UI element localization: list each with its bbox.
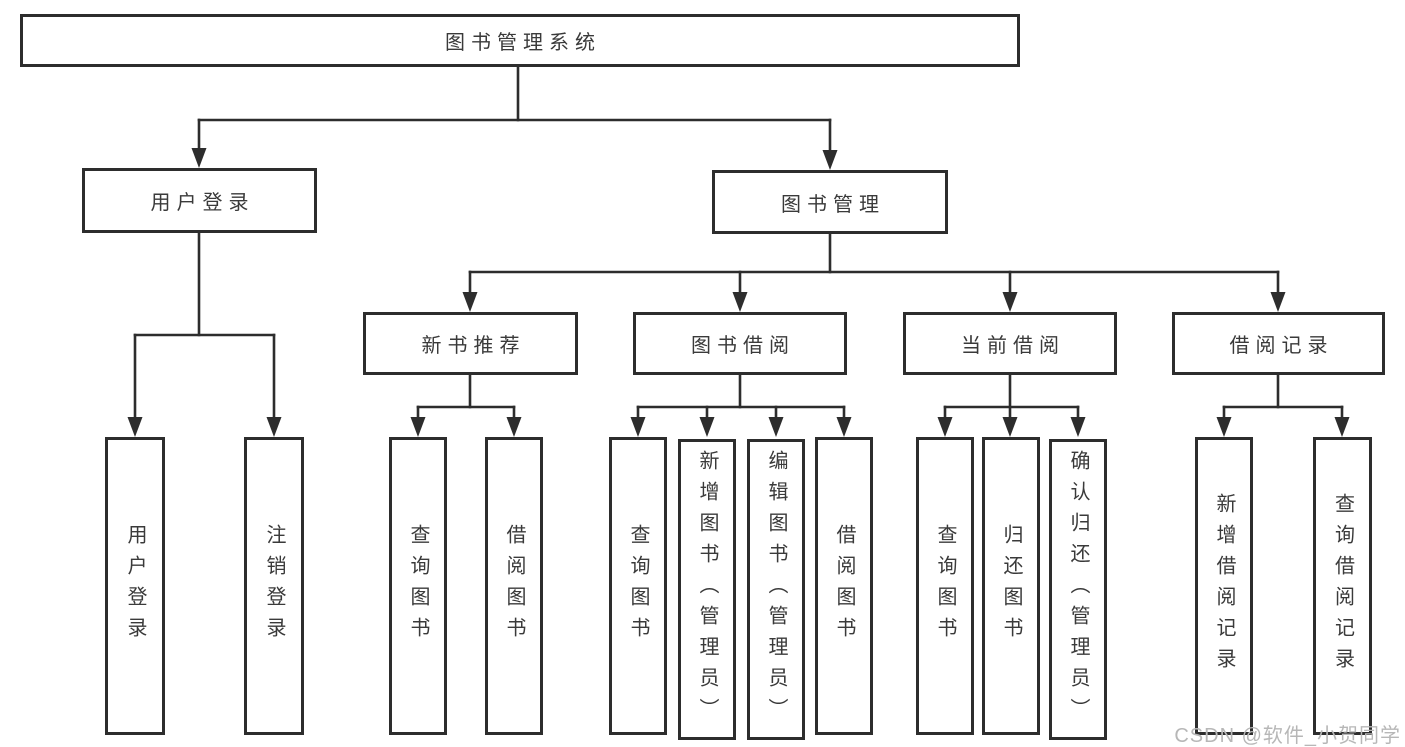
node-label: 当前借阅 <box>961 335 1065 357</box>
node-label: 查询图书 <box>407 524 429 648</box>
node-label: 新书推荐 <box>421 335 526 357</box>
leaf-edit-book-admin: 编辑图书（管理员） <box>747 439 805 740</box>
node-label: 编辑图书（管理员） <box>765 450 787 729</box>
node-label: 借阅图书 <box>503 524 525 648</box>
leaf-return-book: 归还图书 <box>982 437 1040 735</box>
node-label: 归还图书 <box>1000 524 1022 648</box>
node-label: 图书借阅 <box>691 335 795 357</box>
node-label: 查询图书 <box>934 524 956 648</box>
csdn-watermark: CSDN @软件_小贺同学 <box>1174 725 1401 747</box>
node-label: 用户登录 <box>150 192 255 214</box>
node-label: 查询图书 <box>627 524 649 648</box>
leaf-confirm-return-admin: 确认归还（管理员） <box>1049 439 1107 740</box>
node-label: 图书管理系统 <box>445 32 601 54</box>
node-current-borrowing: 当前借阅 <box>903 312 1117 375</box>
node-borrowing-records: 借阅记录 <box>1172 312 1385 375</box>
leaf-borrow-books: 借阅图书 <box>815 437 873 735</box>
node-label: 借阅图书 <box>833 524 855 648</box>
leaf-query-books-recommend: 查询图书 <box>389 437 447 735</box>
node-label: 借阅记录 <box>1229 335 1334 357</box>
node-label: 新增图书（管理员） <box>696 450 718 729</box>
node-user-login: 用户登录 <box>82 168 317 233</box>
node-label: 用户登录 <box>124 524 146 648</box>
leaf-user-login: 用户登录 <box>105 437 165 735</box>
node-new-book-recommendation: 新书推荐 <box>363 312 578 375</box>
node-label: 确认归还（管理员） <box>1067 450 1089 729</box>
node-label: 新增借阅记录 <box>1213 493 1235 679</box>
leaf-query-books-current: 查询图书 <box>916 437 974 735</box>
node-book-management: 图书管理 <box>712 170 948 234</box>
node-label: 查询借阅记录 <box>1331 493 1354 679</box>
leaf-add-book-admin: 新增图书（管理员） <box>678 439 736 740</box>
leaf-logout: 注销登录 <box>244 437 304 735</box>
node-label: 注销登录 <box>263 524 285 648</box>
node-label: 图书管理 <box>781 193 885 216</box>
leaf-query-books-borrow: 查询图书 <box>609 437 667 735</box>
node-book-borrowing: 图书借阅 <box>633 312 847 375</box>
node-library-management-system: 图书管理系统 <box>20 14 1020 67</box>
leaf-borrow-books-recommend: 借阅图书 <box>485 437 543 735</box>
leaf-add-borrow-record: 新增借阅记录 <box>1195 437 1253 735</box>
leaf-query-borrow-record: 查询借阅记录 <box>1313 437 1372 735</box>
